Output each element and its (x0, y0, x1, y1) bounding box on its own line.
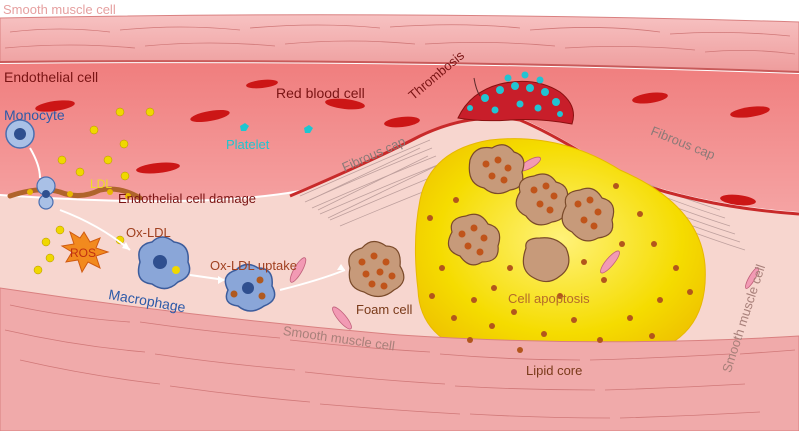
macrophage-uptake-cell (224, 263, 276, 312)
core-foam-cells (447, 144, 615, 283)
label-endothelial-cell-damage: Endothelial cell damage (118, 191, 257, 206)
core-foam-cell-droplets (458, 156, 602, 256)
red-blood-cells (35, 79, 770, 206)
intima-smooth-muscle-cells (289, 156, 759, 330)
foam-cell-shape (348, 240, 405, 298)
monocyte-crossing (36, 176, 56, 210)
label-endothelial-cell: Endothelial cell (4, 69, 99, 85)
ros-burst (60, 230, 110, 274)
arrow-heads (122, 242, 345, 284)
vessel-lumen (0, 63, 799, 212)
top-wall-cells (4, 24, 796, 55)
thrombus (457, 71, 574, 125)
label-ox-ldl: Ox-LDL (126, 225, 171, 240)
label-cell-apoptosis: Cell apoptosis (508, 291, 590, 306)
macrophage-cell (137, 236, 191, 290)
label-lipid-core: Lipid core (526, 363, 583, 378)
label-ox-ldl-uptake: Ox-LDL uptake (210, 258, 297, 273)
endothelium-line (0, 60, 799, 73)
bottom-smooth-muscle-layer (0, 287, 799, 431)
label-ros: ROS (70, 246, 97, 260)
damage-ldl-dots (27, 189, 131, 199)
monocyte-arrow (29, 147, 41, 179)
label-platelet: Platelet (226, 137, 270, 152)
label-smooth-muscle-cell-top: Smooth muscle cell (3, 2, 116, 17)
platelets (240, 123, 313, 133)
leader-lines (473, 77, 481, 97)
label-ldl: LDL (90, 177, 113, 191)
monocyte-cell (5, 119, 35, 149)
bottom-wall-cells (4, 304, 796, 419)
label-foam-cell: Foam cell (356, 302, 413, 317)
label-monocyte: Monocyte (4, 107, 65, 123)
fibrous-cap-left-fibers (299, 139, 449, 227)
label-red-blood-cell: Red blood cell (276, 85, 365, 101)
ldl-particles (33, 107, 155, 275)
core-lipid-droplets (427, 183, 693, 353)
